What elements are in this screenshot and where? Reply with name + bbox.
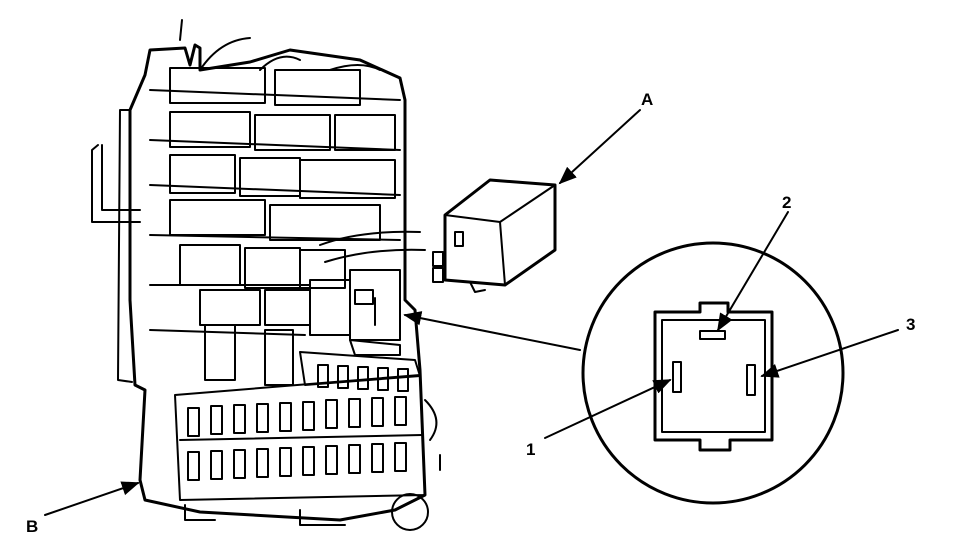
fuse-panel bbox=[174, 351, 426, 501]
relay-a bbox=[432, 178, 557, 293]
terminal-1-slot bbox=[672, 361, 682, 393]
arrow-to-terminal-2 bbox=[717, 211, 789, 332]
terminal-2-slot bbox=[699, 330, 726, 340]
terminal-detail-view bbox=[581, 241, 845, 505]
label-fuse-box-b: B bbox=[26, 517, 38, 536]
label-terminal-2: 2 bbox=[782, 193, 791, 212]
arrow-to-fuse-box bbox=[44, 481, 140, 516]
leader-arrows bbox=[44, 109, 899, 516]
terminal-3-slot bbox=[746, 364, 756, 396]
relay-socket bbox=[309, 269, 401, 356]
label-terminal-1: 1 bbox=[526, 440, 535, 459]
relay-sockets-upper bbox=[149, 67, 401, 386]
label-terminal-3: 3 bbox=[906, 315, 915, 334]
arrow-to-terminal-3 bbox=[760, 329, 899, 378]
fuse-relay-box bbox=[91, 19, 441, 531]
arrow-to-relay-a bbox=[558, 109, 641, 185]
arrow-to-terminal-1 bbox=[544, 379, 672, 439]
arrow-to-socket bbox=[403, 311, 581, 351]
label-relay-a: A bbox=[641, 90, 653, 109]
